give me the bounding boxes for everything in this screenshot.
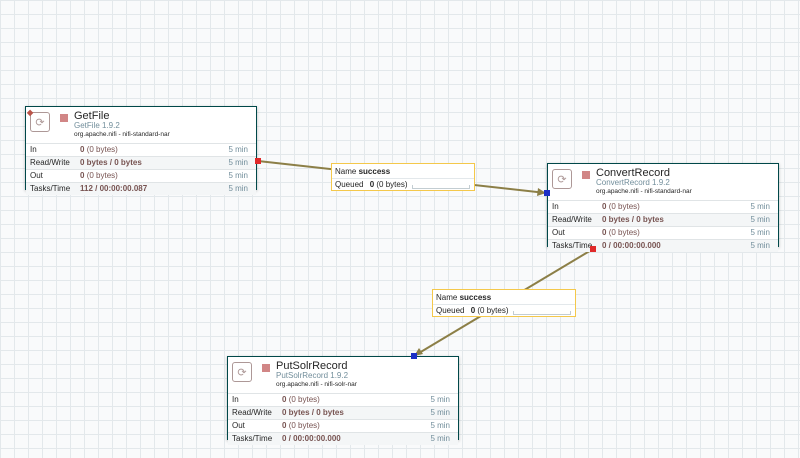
stats-label: Tasks/Time: [232, 434, 273, 443]
stats-time: 5 min: [430, 408, 450, 417]
stats-label: Read/Write: [30, 158, 70, 167]
processor-bundle: org.apache.nifi - nifi-standard-nar: [596, 188, 692, 195]
connection-queued-detail: (0 bytes): [376, 180, 408, 189]
stats-detail: (0 bytes): [608, 228, 640, 237]
stats-value: 0: [80, 145, 85, 154]
stats-value: 112 / 00:00:00.087: [80, 184, 148, 193]
stopped-square-icon: [582, 171, 590, 179]
processor-name: PutSolrRecord: [276, 360, 348, 372]
queue-progress-bar: [412, 185, 470, 189]
stats-label: Out: [232, 421, 245, 430]
queue-progress-bar: [513, 311, 571, 315]
stats-label: Read/Write: [552, 215, 592, 224]
dest-port-putsolrrecord[interactable]: [411, 353, 417, 359]
stats-value: 0 bytes / 0 bytes: [282, 408, 344, 417]
stats-value: 0 bytes / 0 bytes: [80, 158, 142, 167]
stats-value: 0 bytes / 0 bytes: [602, 215, 664, 224]
stats-row-in: In 0 (0 bytes) 5 min: [26, 143, 256, 156]
processor-name: GetFile: [74, 110, 110, 122]
stats-value: 0: [602, 202, 607, 211]
connection-name: success: [459, 293, 492, 302]
connection-queued-detail: (0 bytes): [477, 306, 509, 315]
processor-refresh-icon: ⟳: [30, 112, 50, 132]
processor-refresh-icon: ⟳: [232, 362, 252, 382]
stats-label: In: [232, 395, 239, 404]
processor-type: PutSolrRecord 1.9.2: [276, 371, 349, 380]
connection-name: success: [358, 167, 391, 176]
stats-row-out: Out 0 (0 bytes) 5 min: [548, 226, 778, 239]
connection-name-label: Name: [436, 293, 458, 302]
stats-row-readwrite: Read/Write 0 bytes / 0 bytes 5 min: [26, 156, 256, 169]
stats-value: 0: [282, 395, 287, 404]
connection-label-convertrecord-putsolr[interactable]: Name success Queued 0 (0 bytes): [432, 289, 576, 317]
stats-detail: (0 bytes): [288, 421, 320, 430]
processor-name: ConvertRecord: [596, 167, 670, 179]
stats-time: 5 min: [228, 184, 248, 193]
stats-row-readwrite: Read/Write 0 bytes / 0 bytes 5 min: [228, 406, 458, 419]
stats-label: Out: [30, 171, 43, 180]
processor-getfile[interactable]: ⟳ ◆ GetFile GetFile 1.9.2 org.apache.nif…: [25, 106, 257, 195]
processor-bundle: org.apache.nifi - nifi-solr-nar: [276, 381, 357, 388]
stats-time: 5 min: [750, 202, 770, 211]
processor-bundle: org.apache.nifi - nifi-standard-nar: [74, 131, 170, 138]
restricted-shield-icon: ◆: [27, 108, 34, 117]
stats-value: 0 / 00:00:00.000: [282, 434, 341, 443]
stats-row-tasks: Tasks/Time 0 / 00:00:00.000 5 min: [228, 432, 458, 445]
stats-row-tasks: Tasks/Time 0 / 00:00:00.000 5 min: [548, 239, 778, 252]
stats-row-in: In 0 (0 bytes) 5 min: [228, 393, 458, 406]
stats-value: 0: [282, 421, 287, 430]
stats-detail: (0 bytes): [86, 171, 118, 180]
connection-name-label: Name: [335, 167, 357, 176]
stats-detail: (0 bytes): [86, 145, 118, 154]
processor-header: ⟳ ◆ GetFile GetFile 1.9.2 org.apache.nif…: [26, 107, 256, 143]
stats-time: 5 min: [228, 171, 248, 180]
processor-type: GetFile 1.9.2: [74, 121, 120, 130]
source-port-convertrecord[interactable]: [590, 246, 596, 252]
processor-header: ⟳ ConvertRecord ConvertRecord 1.9.2 org.…: [548, 164, 778, 200]
stats-time: 5 min: [430, 421, 450, 430]
processor-type: ConvertRecord 1.9.2: [596, 178, 670, 187]
stats-label: Tasks/Time: [552, 241, 593, 250]
stats-value: 0 / 00:00:00.000: [602, 241, 661, 250]
stats-label: In: [30, 145, 37, 154]
stats-time: 5 min: [750, 228, 770, 237]
stats-time: 5 min: [228, 145, 248, 154]
connection-queued-value: 0: [369, 180, 375, 189]
stats-row-readwrite: Read/Write 0 bytes / 0 bytes 5 min: [548, 213, 778, 226]
stats-label: In: [552, 202, 559, 211]
processor-header: ⟳ PutSolrRecord PutSolrRecord 1.9.2 org.…: [228, 357, 458, 393]
stats-value: 0: [602, 228, 607, 237]
stats-time: 5 min: [430, 395, 450, 404]
stats-time: 5 min: [750, 215, 770, 224]
connection-queued-label: Queued: [436, 306, 465, 315]
stopped-square-icon: [60, 114, 68, 122]
stats-label: Out: [552, 228, 565, 237]
stats-label: Read/Write: [232, 408, 272, 417]
stats-detail: (0 bytes): [288, 395, 320, 404]
processor-refresh-icon: ⟳: [552, 169, 572, 189]
connection-arrow-1: [537, 188, 546, 196]
stats-detail: (0 bytes): [608, 202, 640, 211]
stats-time: 5 min: [430, 434, 450, 443]
stats-label: Tasks/Time: [30, 184, 71, 193]
processor-convertrecord[interactable]: ⟳ ConvertRecord ConvertRecord 1.9.2 org.…: [547, 163, 779, 252]
stats-row-tasks: Tasks/Time 112 / 00:00:00.087 5 min: [26, 182, 256, 195]
stats-row-out: Out 0 (0 bytes) 5 min: [26, 169, 256, 182]
stats-row-in: In 0 (0 bytes) 5 min: [548, 200, 778, 213]
connection-queued-value: 0: [470, 306, 476, 315]
connection-label-getfile-convertrecord[interactable]: Name success Queued 0 (0 bytes): [331, 163, 475, 191]
stats-time: 5 min: [750, 241, 770, 250]
stats-row-out: Out 0 (0 bytes) 5 min: [228, 419, 458, 432]
connection-queued-label: Queued: [335, 180, 364, 189]
stopped-square-icon: [262, 364, 270, 372]
stats-value: 0: [80, 171, 85, 180]
source-port-getfile[interactable]: [255, 158, 261, 164]
dest-port-convertrecord[interactable]: [544, 190, 550, 196]
stats-time: 5 min: [228, 158, 248, 167]
processor-putsolrrecord[interactable]: ⟳ PutSolrRecord PutSolrRecord 1.9.2 org.…: [227, 356, 459, 445]
